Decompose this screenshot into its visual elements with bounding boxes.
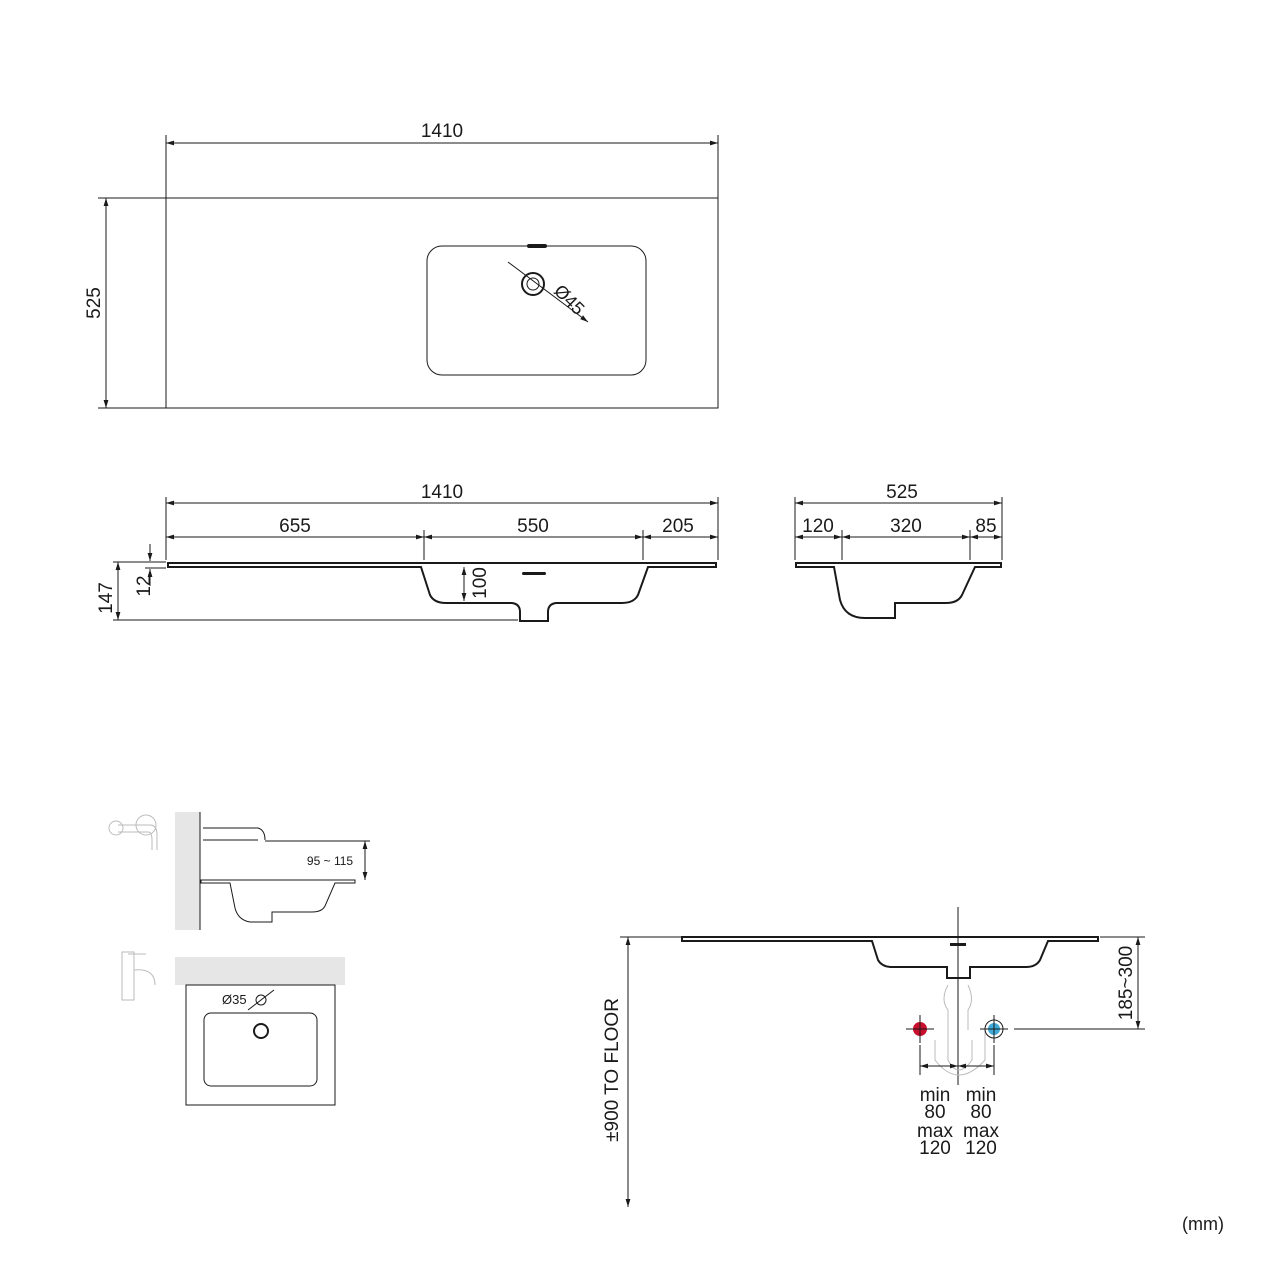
right-min-label: min bbox=[966, 1085, 997, 1106]
side-section bbox=[795, 562, 1002, 619]
thickness-label: 12 bbox=[134, 575, 155, 596]
drain-diameter-label: Ø45 bbox=[550, 281, 588, 319]
basin-section bbox=[681, 936, 1099, 979]
units-label: (mm) bbox=[1182, 1214, 1224, 1234]
front-label: 120 bbox=[802, 516, 834, 537]
left-max-value: 120 bbox=[919, 1138, 951, 1159]
basin-depth-label: 100 bbox=[470, 567, 491, 599]
basin-section bbox=[167, 562, 717, 622]
wall-tap-icon bbox=[108, 814, 158, 850]
top-view: 1410 525 Ø45 bbox=[84, 121, 719, 409]
spout-height-label: 95 ~ 115 bbox=[307, 854, 353, 868]
floor-height-label: ±900 TO FLOOR bbox=[602, 998, 623, 1142]
overflow-slot bbox=[527, 244, 547, 248]
width-label: 1410 bbox=[421, 121, 463, 142]
front-view: 1410 655 550 205 147 12 100 bbox=[96, 482, 719, 622]
installation-view: ±900 TO FLOOR 185~300 min 80 max 120 min… bbox=[602, 907, 1145, 1207]
wall bbox=[175, 812, 200, 930]
basin-label: 320 bbox=[890, 516, 922, 537]
right-max-value: 120 bbox=[965, 1138, 997, 1159]
left-max-label: max bbox=[917, 1121, 953, 1142]
right-max-label: max bbox=[963, 1121, 999, 1142]
total-height-label: 147 bbox=[96, 582, 117, 614]
deck-tap-icon bbox=[121, 951, 156, 1001]
depth-label: 525 bbox=[84, 287, 105, 319]
side-depth-label: 525 bbox=[886, 482, 918, 503]
deck-tap-view: Ø35 bbox=[121, 951, 345, 1106]
right-min-value: 80 bbox=[970, 1102, 991, 1123]
left-min-value: 80 bbox=[924, 1102, 945, 1123]
tap-hole-icon bbox=[253, 1023, 269, 1039]
basin-outline bbox=[426, 245, 647, 376]
basin-width-label: 550 bbox=[517, 516, 549, 537]
drain-icon bbox=[521, 272, 545, 296]
countertop-outline bbox=[165, 197, 719, 409]
left-min-label: min bbox=[920, 1085, 951, 1106]
back-label: 85 bbox=[975, 516, 996, 537]
supply-height-label: 185~300 bbox=[1116, 946, 1137, 1021]
siphon-icon bbox=[934, 984, 986, 1076]
left-offset-label: 655 bbox=[279, 516, 311, 537]
wall-tap-view: 95 ~ 115 bbox=[108, 812, 370, 930]
side-view: 525 120 320 85 bbox=[794, 482, 1003, 619]
right-offset-label: 205 bbox=[662, 516, 694, 537]
tap-hole-label: Ø35 bbox=[222, 992, 247, 1007]
total-width-label: 1410 bbox=[421, 482, 463, 503]
